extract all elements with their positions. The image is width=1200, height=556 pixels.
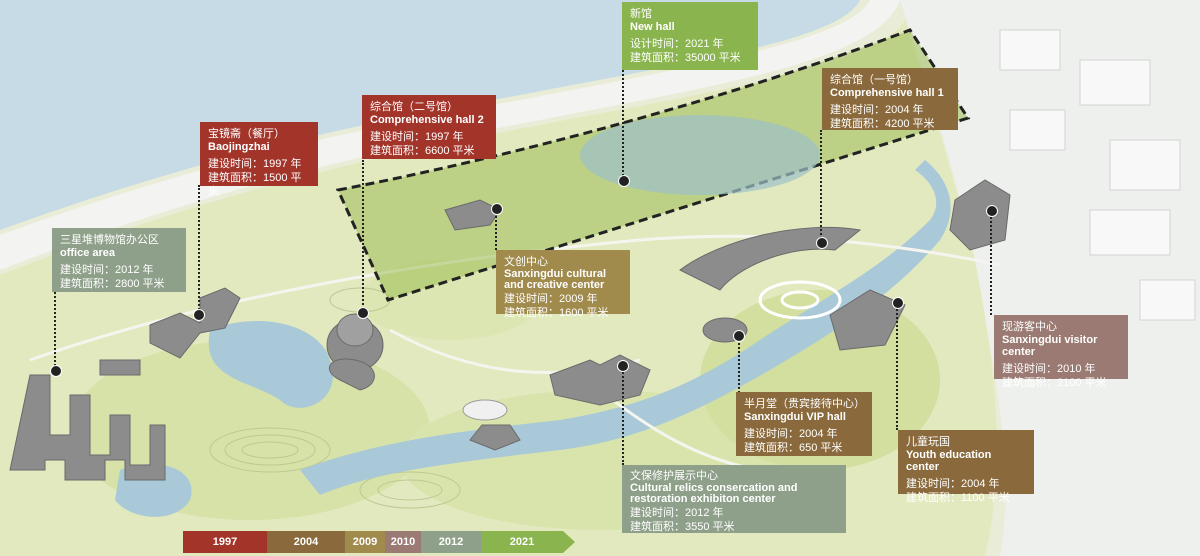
label-comprehensive-hall-2: 综合馆（二号馆） Comprehensive hall 2 建设时间：1997 …	[362, 95, 496, 159]
timeline-arrow-icon	[563, 531, 575, 553]
label-cultural-creative-center: 文创中心 Sanxingdui cultural and creative ce…	[496, 250, 630, 319]
timeline-2021: 2021	[481, 531, 563, 553]
label-zh: 文创中心	[504, 256, 548, 268]
label-vip-hall: 半月堂（贵宾接待中心） Sanxingdui VIP hall 建设时间：200…	[736, 392, 872, 456]
label-en: Sanxingdui cultural and creative center	[504, 268, 607, 291]
label-area: 建筑面积：6600 平米	[370, 145, 475, 157]
leader-office-area	[54, 292, 56, 370]
label-year: 建设时间：2004 年	[744, 428, 838, 440]
leader-vip-hall	[738, 335, 740, 393]
leader-baojingzhai	[198, 185, 200, 313]
label-visitor-center: 现游客中心 Sanxingdui visitor center 建设时间：201…	[994, 315, 1128, 389]
timeline-year: 1997	[212, 536, 238, 548]
pin-baojingzhai	[193, 309, 205, 321]
pin-vip-hall	[733, 330, 745, 342]
leader-youth-education-center	[896, 302, 898, 430]
pin-comprehensive-hall-1	[816, 237, 828, 249]
leader-visitor-center	[990, 210, 992, 315]
label-area: 建筑面积：650 平米	[744, 442, 843, 454]
label-youth-education-center: 儿童玩国 Youth education center 建设时间：2004 年 …	[898, 430, 1034, 504]
timeline-legend: 1997 2004 2009 2010 2012 2021	[183, 531, 575, 553]
label-year: 设计时间：2021 年	[630, 38, 724, 50]
label-year: 建设时间：2012 年	[630, 507, 724, 519]
label-year: 建设时间：2009 年	[504, 293, 598, 305]
label-area: 建筑面积：1600 平米	[504, 307, 609, 319]
contours	[209, 287, 461, 509]
label-year: 建设时间：2010 年	[1002, 363, 1096, 375]
label-en: Baojingzhai	[208, 141, 270, 153]
label-area: 建筑面积：2100 平米	[1002, 377, 1107, 389]
timeline-2009: 2009	[345, 531, 385, 553]
label-year: 建设时间：2004 年	[906, 478, 1000, 490]
label-zh: 综合馆（二号馆）	[370, 101, 458, 113]
label-en: Cultural relics consercation and restora…	[630, 482, 798, 505]
pin-cultural-creative-center	[491, 203, 503, 215]
label-en: Youth education center	[906, 449, 992, 473]
plaza	[758, 280, 842, 320]
timeline-year: 2012	[438, 536, 464, 548]
leader-cultural-creative-center	[495, 208, 497, 250]
timeline-2004: 2004	[267, 531, 345, 553]
label-office-area: 三星堆博物馆办公区 office area 建设时间：2012 年 建筑面积：2…	[52, 228, 186, 292]
stream	[300, 160, 951, 495]
pin-comprehensive-hall-2	[357, 307, 369, 319]
leader-relics-restoration-center	[622, 365, 624, 465]
timeline-year: 2021	[509, 536, 535, 548]
label-en: Sanxingdui visitor center	[1002, 334, 1098, 358]
label-area: 建筑面积：1100 平米	[906, 492, 1010, 504]
east-buildings	[999, 29, 1196, 321]
pin-youth-education-center	[892, 297, 904, 309]
label-area: 建筑面积：3550 平米	[630, 521, 735, 533]
timeline-2012: 2012	[421, 531, 481, 553]
label-en: Comprehensive hall 2	[370, 114, 484, 126]
leader-comprehensive-hall-2	[362, 160, 364, 312]
label-year: 建设时间：1997 年	[208, 158, 302, 170]
label-zh: 文保修护展示中心	[630, 470, 718, 482]
label-area: 建筑面积：4200 平米	[830, 118, 935, 130]
label-baojingzhai: 宝镜斋（餐厅） Baojingzhai 建设时间：1997 年 建筑面积：150…	[200, 122, 318, 198]
label-zh: 综合馆（一号馆）	[830, 74, 918, 86]
timeline-year: 2004	[293, 536, 319, 548]
leader-comprehensive-hall-1	[820, 130, 822, 242]
label-en: New hall	[630, 21, 675, 33]
label-year: 建设时间：2004 年	[830, 104, 924, 116]
pin-visitor-center	[986, 205, 998, 217]
pin-new-hall	[618, 175, 630, 187]
label-zh: 新馆	[630, 8, 652, 20]
label-year: 建设时间：1997 年	[370, 131, 464, 143]
pin-relics-restoration-center	[617, 360, 629, 372]
label-zh: 儿童玩国	[906, 436, 950, 448]
label-relics-restoration-center: 文保修护展示中心 Cultural relics consercation an…	[622, 465, 846, 533]
label-zh: 宝镜斋（餐厅）	[208, 128, 285, 140]
label-en: office area	[60, 247, 116, 259]
timeline-year: 2010	[390, 536, 416, 548]
timeline-2010: 2010	[385, 531, 421, 553]
label-area: 建筑面积：35000 平米	[630, 52, 741, 64]
label-comprehensive-hall-1: 综合馆（一号馆） Comprehensive hall 1 建设时间：2004 …	[822, 68, 958, 130]
label-area: 建筑面积：2800 平米	[60, 278, 165, 290]
timeline-year: 2009	[352, 536, 378, 548]
label-zh: 半月堂（贵宾接待中心）	[744, 398, 865, 410]
label-en: Comprehensive hall 1	[830, 87, 944, 99]
label-zh: 三星堆博物馆办公区	[60, 234, 159, 246]
label-new-hall: 新馆 New hall 设计时间：2021 年 建筑面积：35000 平米	[622, 2, 758, 70]
label-zh: 现游客中心	[1002, 321, 1057, 333]
label-en: Sanxingdui VIP hall	[744, 411, 846, 423]
leader-new-hall	[622, 70, 624, 180]
lake-west	[208, 321, 334, 408]
label-year: 建设时间：2012 年	[60, 264, 154, 276]
urban-area-east	[900, 0, 1200, 556]
pin-office-area	[50, 365, 62, 377]
timeline-1997: 1997	[183, 531, 267, 553]
label-area: 建筑面积：1500 平米	[208, 172, 302, 198]
